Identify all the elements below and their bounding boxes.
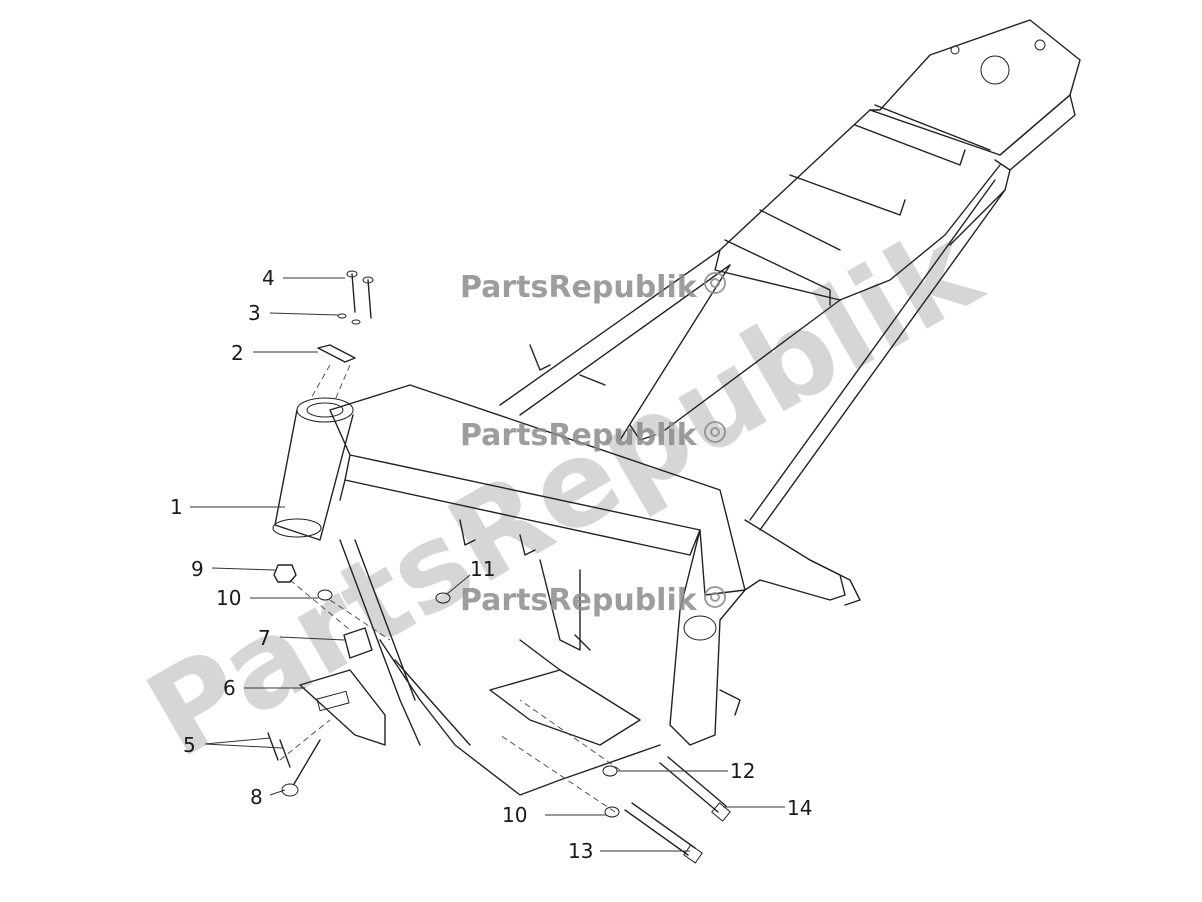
part-label-4: 4 bbox=[262, 266, 275, 290]
watermark-brand-3: PartsRepublik bbox=[460, 583, 726, 618]
part-label-10-right: 10 bbox=[502, 803, 527, 827]
gear-icon bbox=[704, 272, 726, 294]
part-label-9: 9 bbox=[191, 557, 204, 581]
gear-icon bbox=[704, 421, 726, 443]
part-label-2: 2 bbox=[231, 341, 244, 365]
watermark-brand-1: PartsRepublik bbox=[460, 270, 726, 305]
part-label-3: 3 bbox=[248, 301, 261, 325]
watermark-brand-text-3: PartsRepublik bbox=[460, 583, 698, 618]
part-label-12: 12 bbox=[730, 759, 755, 783]
part-number-labels: 4 3 2 1 9 10 7 6 5 8 11 12 10 14 13 bbox=[170, 266, 812, 863]
watermark-brand-text-2: PartsRepublik bbox=[460, 418, 698, 453]
part-label-14: 14 bbox=[787, 796, 812, 820]
watermark-brand-text-1: PartsRepublik bbox=[460, 270, 698, 305]
leader-lines bbox=[190, 277, 785, 852]
part-label-7: 7 bbox=[258, 626, 271, 650]
part-label-1: 1 bbox=[170, 495, 183, 519]
frame-drawing bbox=[272, 19, 1081, 796]
part-label-6: 6 bbox=[223, 676, 236, 700]
gear-icon bbox=[704, 586, 726, 608]
part-label-5: 5 bbox=[183, 733, 196, 757]
part-label-8: 8 bbox=[250, 785, 263, 809]
part-label-11: 11 bbox=[470, 557, 495, 581]
watermark-brand-2: PartsRepublik bbox=[460, 418, 726, 453]
part-label-13: 13 bbox=[568, 839, 593, 863]
part-label-10-left: 10 bbox=[216, 586, 241, 610]
